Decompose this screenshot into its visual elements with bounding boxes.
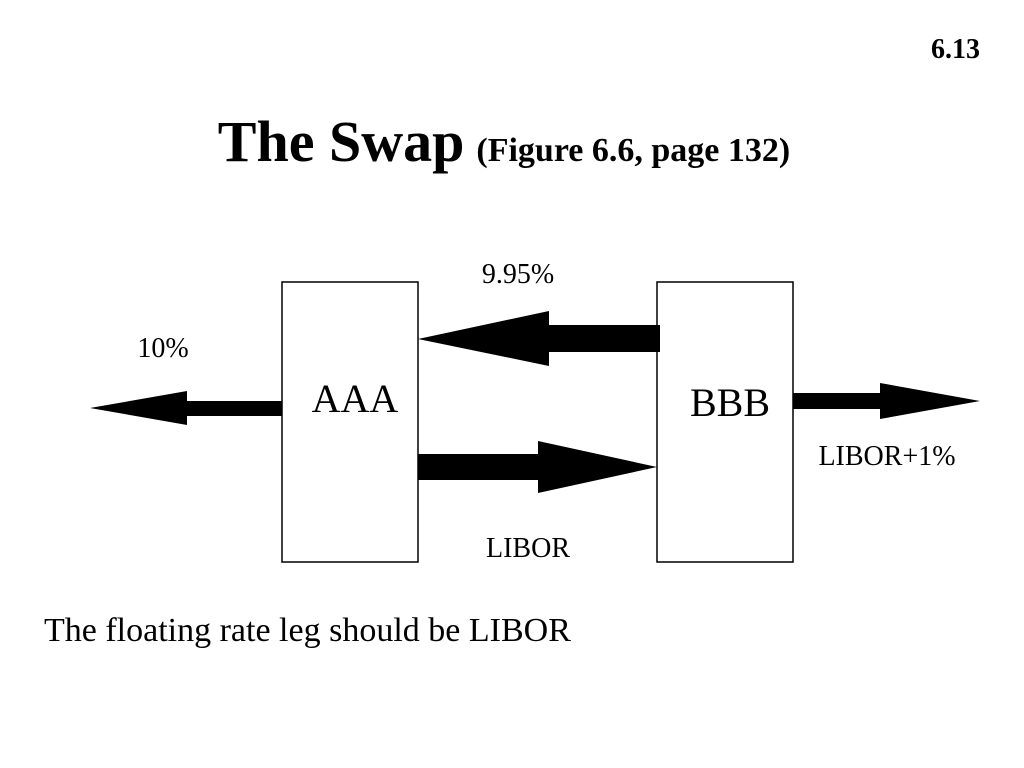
rate-label-bbb-to-aaa: 9.95% (482, 259, 554, 290)
title-main: The Swap (217, 109, 465, 174)
rate-label-aaa-to-bbb: LIBOR (486, 533, 570, 564)
title-subtitle: (Figure 6.6, page 132) (476, 132, 791, 169)
party-label-aaa: AAA (312, 376, 399, 421)
slide-number: 6.13 (931, 34, 980, 65)
arrow-bbb-to-aaa (418, 311, 660, 366)
slide-title: The Swap (Figure 6.6, page 132) (0, 108, 1008, 175)
footnote: The floating rate leg should be LIBOR (44, 612, 571, 649)
rate-label-aaa-outside: 10% (137, 333, 188, 364)
party-label-bbb: BBB (690, 380, 770, 425)
arrow-aaa-outside (90, 391, 282, 425)
party-box-bbb (656, 281, 794, 563)
party-box-aaa (281, 281, 419, 563)
arrow-aaa-to-bbb (418, 441, 657, 493)
arrow-bbb-outside (793, 383, 980, 419)
rate-label-bbb-outside: LIBOR+1% (818, 441, 955, 472)
